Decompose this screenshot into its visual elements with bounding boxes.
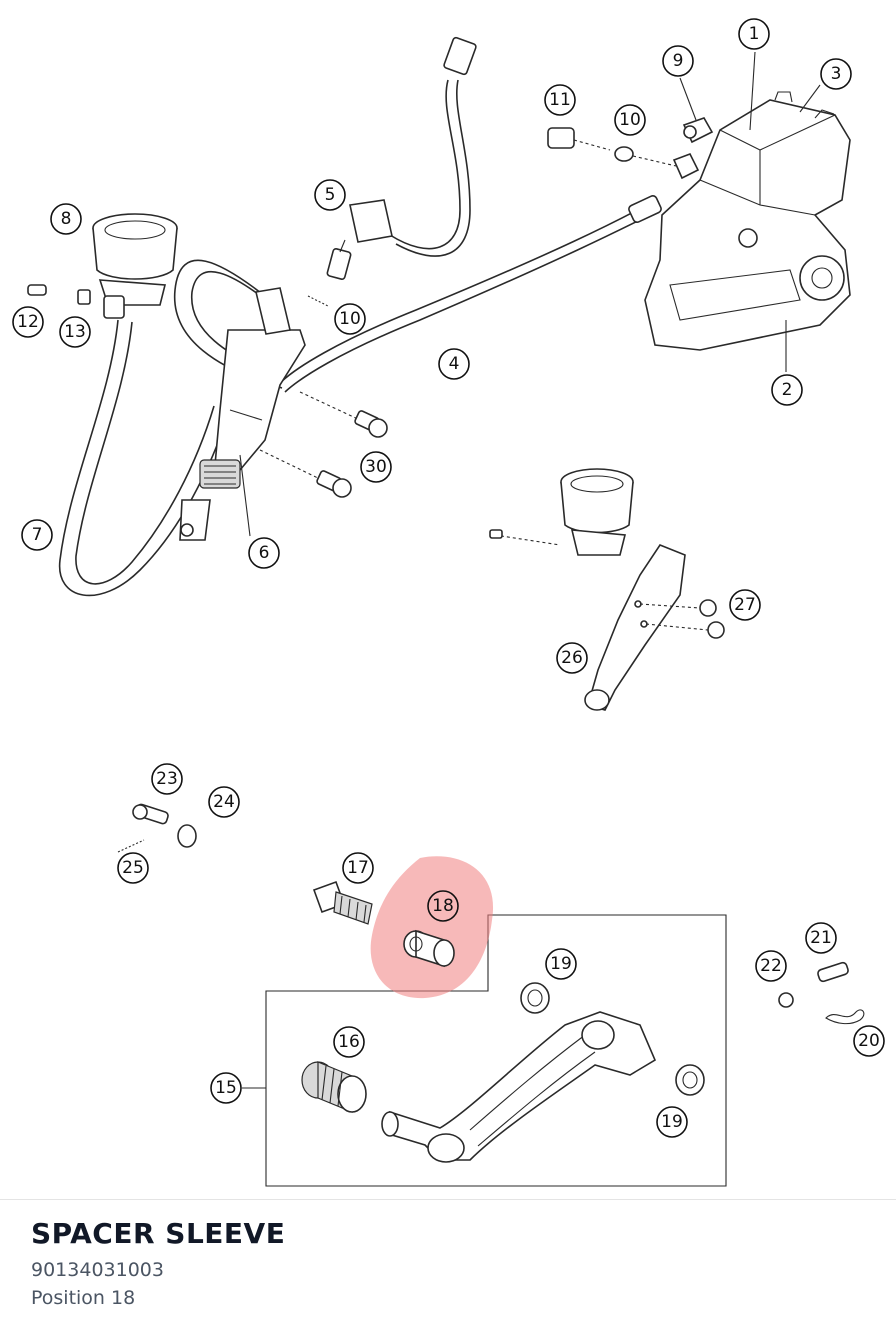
svg-text:24: 24 <box>213 792 235 812</box>
callout-13[interactable]: 13 <box>59 316 91 348</box>
callout-23[interactable]: 23 <box>151 763 183 795</box>
callout-12[interactable]: 12 <box>12 306 44 338</box>
callout-21[interactable]: 21 <box>805 922 837 954</box>
svg-text:4: 4 <box>449 354 460 374</box>
svg-text:1: 1 <box>749 24 760 44</box>
svg-text:18: 18 <box>432 896 454 916</box>
assembly-outline <box>265 914 727 1187</box>
bracket-bolts[interactable] <box>639 599 725 639</box>
svg-text:25: 25 <box>122 858 144 878</box>
svg-text:19: 19 <box>661 1112 683 1132</box>
svg-text:10: 10 <box>619 110 641 130</box>
callout-4[interactable]: 4 <box>438 348 470 380</box>
divider <box>0 1199 896 1200</box>
mounting-bolt-upper[interactable] <box>299 391 388 438</box>
callout-7[interactable]: 7 <box>21 519 53 551</box>
bushing-upper[interactable] <box>520 982 550 1014</box>
bleeder-screw[interactable] <box>682 117 714 144</box>
seal-washer-caliper[interactable] <box>614 146 677 167</box>
svg-text:15: 15 <box>215 1078 237 1098</box>
svg-text:20: 20 <box>858 1031 880 1051</box>
callout-26[interactable]: 26 <box>556 642 588 674</box>
reservoir-assembly-alt[interactable] <box>489 468 634 556</box>
callout-30[interactable]: 30 <box>360 451 392 483</box>
master-cylinder[interactable] <box>179 287 306 541</box>
svg-text:6: 6 <box>259 543 270 563</box>
brake-caliper[interactable] <box>644 91 851 351</box>
bushing-upper-bore <box>527 989 543 1007</box>
callout-17[interactable]: 17 <box>342 852 374 884</box>
sensor-cable[interactable] <box>389 36 477 257</box>
svg-text:10: 10 <box>339 309 361 329</box>
caliper-fitting <box>672 152 700 180</box>
pedal-spring-20[interactable] <box>825 1009 865 1025</box>
part-position: Position 18 <box>31 1287 136 1309</box>
reservoir-bracket[interactable] <box>584 544 686 711</box>
callout-25[interactable]: 25 <box>117 852 149 884</box>
callout-16[interactable]: 16 <box>333 1026 365 1058</box>
svg-text:5: 5 <box>325 185 336 205</box>
callout-10-caliper[interactable]: 10 <box>614 104 646 136</box>
svg-text:21: 21 <box>810 928 832 948</box>
svg-text:27: 27 <box>734 595 756 615</box>
bushing-lower[interactable] <box>675 1064 705 1096</box>
brake-pedal[interactable] <box>381 1011 657 1163</box>
callout-20[interactable]: 20 <box>853 1025 885 1057</box>
callout-10-switch[interactable]: 10 <box>334 303 366 335</box>
svg-text:12: 12 <box>17 312 39 332</box>
return-spring[interactable] <box>301 1061 367 1113</box>
callout-9[interactable]: 9 <box>662 45 694 77</box>
split-pin <box>117 839 145 853</box>
callout-24[interactable]: 24 <box>208 786 240 818</box>
callout-11[interactable]: 11 <box>544 84 576 116</box>
part-info-panel: SPACER SLEEVE 90134031003 Position 18 <box>31 1212 285 1312</box>
svg-text:19: 19 <box>550 954 572 974</box>
svg-text:7: 7 <box>32 525 43 545</box>
callout-2[interactable]: 2 <box>771 374 803 406</box>
callout-5[interactable]: 5 <box>314 179 346 211</box>
mounting-bolt-lower[interactable] <box>259 449 352 498</box>
callout-18[interactable]: 18 <box>427 890 459 922</box>
svg-text:11: 11 <box>549 90 571 110</box>
pressure-switch[interactable] <box>326 199 393 280</box>
pedal-bolt[interactable] <box>312 880 373 925</box>
svg-text:22: 22 <box>760 956 782 976</box>
callout-6[interactable]: 6 <box>248 537 280 569</box>
stop-bolt[interactable] <box>817 961 849 983</box>
callout-3[interactable]: 3 <box>820 58 852 90</box>
leader-lines <box>239 51 821 1089</box>
reservoir-hose[interactable] <box>58 319 231 597</box>
banjo-bolt[interactable] <box>547 127 611 151</box>
bushing-lower-bore <box>682 1071 698 1089</box>
svg-text:17: 17 <box>347 858 369 878</box>
callout-1[interactable]: 1 <box>738 18 770 50</box>
callout-8[interactable]: 8 <box>50 203 82 235</box>
spacer-sleeve[interactable] <box>403 929 455 968</box>
part-number: 90134031003 <box>31 1259 164 1281</box>
part-title: SPACER SLEEVE <box>31 1217 286 1250</box>
svg-text:30: 30 <box>365 457 387 477</box>
callout-22[interactable]: 22 <box>755 950 787 982</box>
callout-19-upper[interactable]: 19 <box>545 948 577 980</box>
svg-text:23: 23 <box>156 769 178 789</box>
selected-part-highlight <box>370 856 494 999</box>
pivot-washer[interactable] <box>177 824 197 848</box>
lock-nut[interactable] <box>778 992 794 1008</box>
reservoir-screw <box>27 284 91 305</box>
callout-15[interactable]: 15 <box>210 1072 242 1104</box>
callout-19-lower[interactable]: 19 <box>656 1106 688 1138</box>
svg-text:8: 8 <box>61 209 72 229</box>
pin-part-10 <box>307 295 329 307</box>
fluid-reservoir[interactable] <box>92 213 178 319</box>
svg-text:3: 3 <box>831 64 842 84</box>
exploded-parts-diagram: 1 2 3 4 5 6 7 8 9 10 10 11 12 13 15 16 1… <box>12 18 885 1187</box>
svg-text:16: 16 <box>338 1032 360 1052</box>
svg-text:13: 13 <box>64 322 86 342</box>
svg-text:26: 26 <box>561 648 583 668</box>
svg-text:9: 9 <box>673 51 684 71</box>
pivot-bolt[interactable] <box>132 803 169 825</box>
callout-27[interactable]: 27 <box>729 589 761 621</box>
svg-text:2: 2 <box>782 380 793 400</box>
